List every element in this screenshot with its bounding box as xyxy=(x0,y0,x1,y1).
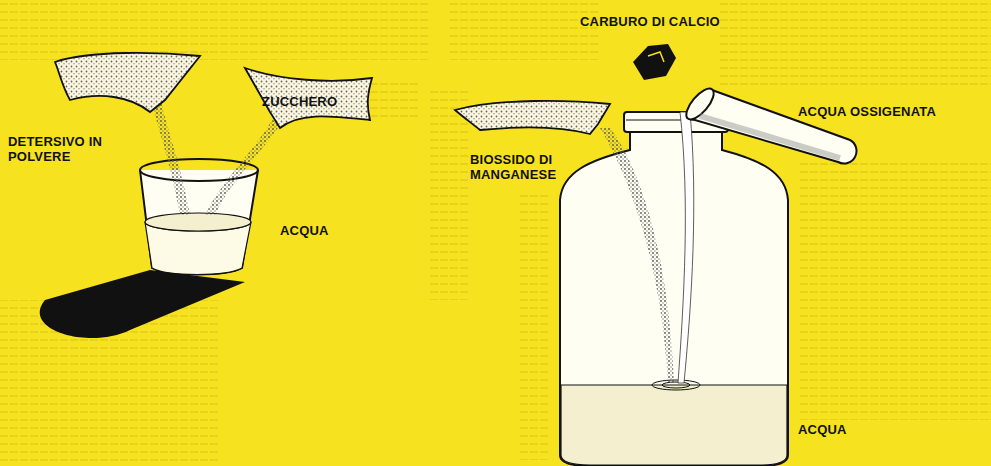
test-tube xyxy=(682,84,857,163)
label-water: ACQUA xyxy=(798,422,847,437)
label-peroxide: ACQUA OSSIGENATA xyxy=(798,104,936,119)
glass-experiment xyxy=(40,53,372,338)
label-detergent: DETERSIVO IN POLVERE xyxy=(8,134,118,164)
calcium-carbide xyxy=(633,44,676,80)
label-sugar: ZUCCHERO xyxy=(262,94,337,109)
label-manganese: BIOSSIDO DI MANGANESE xyxy=(470,152,570,182)
bottle-experiment xyxy=(455,44,857,466)
label-water: ACQUA xyxy=(280,223,329,238)
label-carbide: CARBURO DI CALCIO xyxy=(580,14,720,29)
